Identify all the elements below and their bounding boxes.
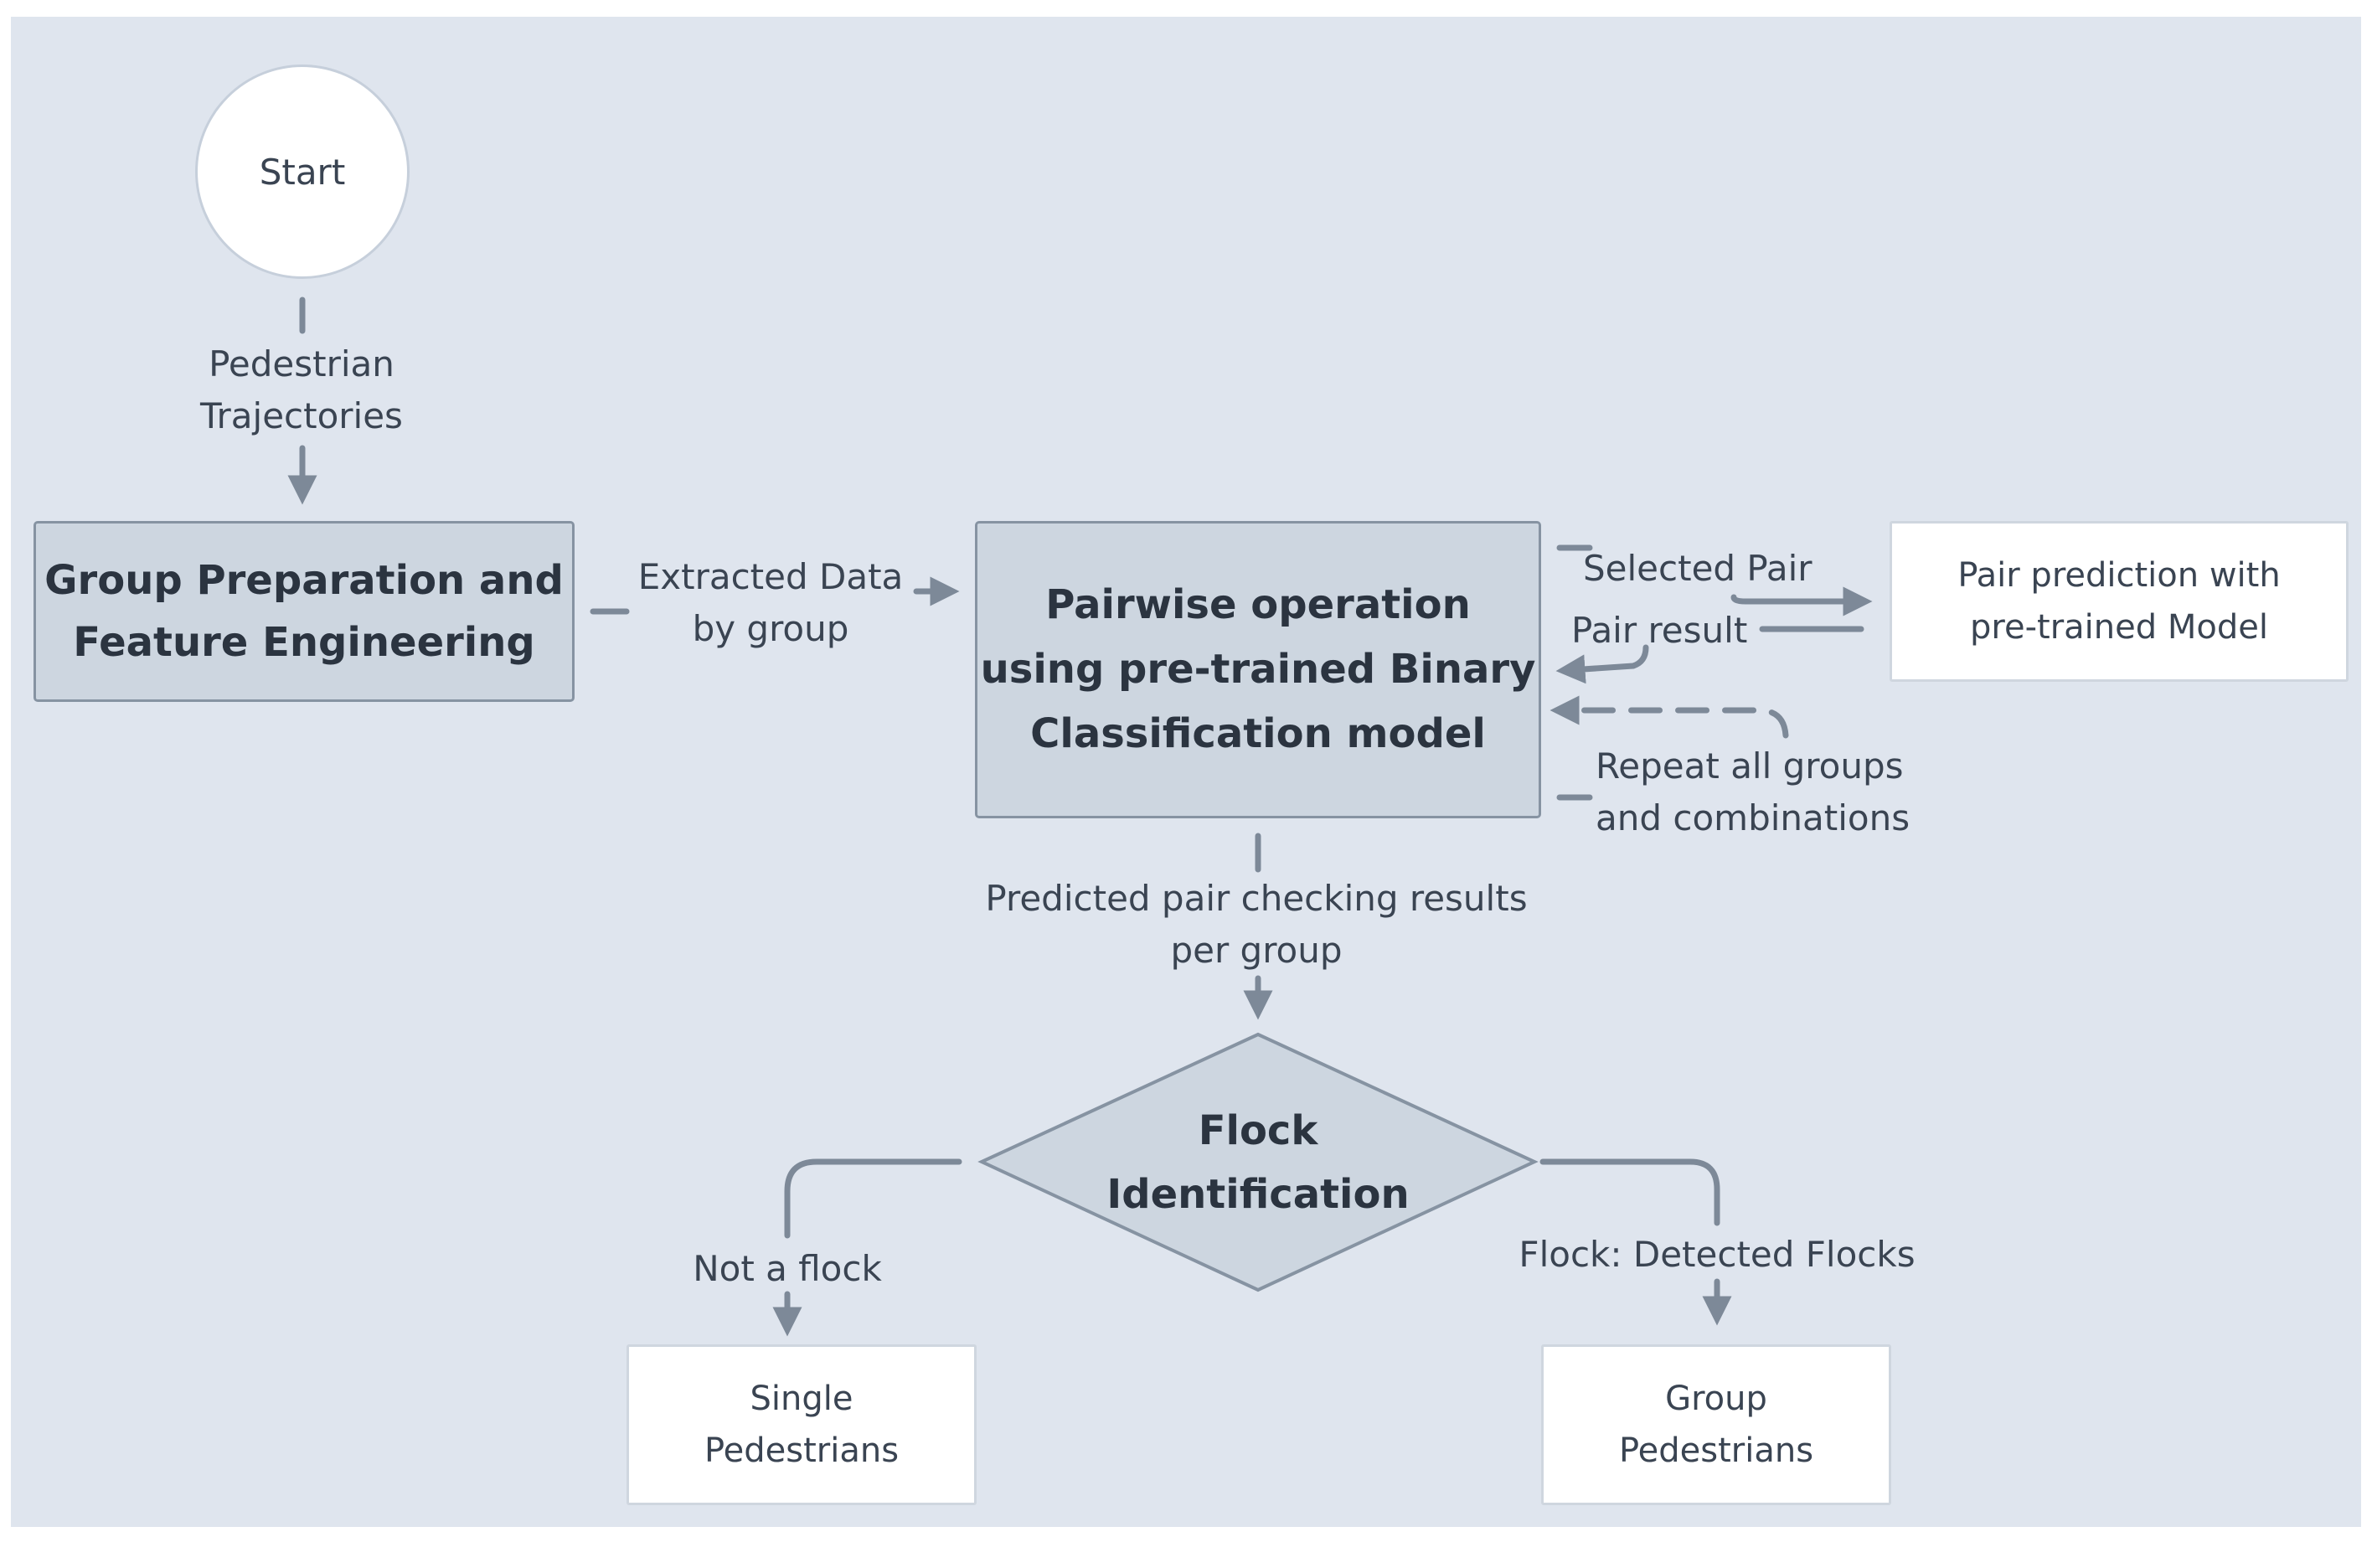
selected-pair-label: Selected Pair [1583,548,1813,589]
pair-result-label: Pair result [1571,610,1748,651]
connector-repeat-loop [1550,695,1789,739]
flock-detected-label: Flock: Detected Flocks [1519,1234,1916,1275]
connector-flock-detected [1539,1158,1720,1226]
flock-identification-diamond [977,1032,1539,1292]
predicted-results-label: Predicted pair checking results per grou… [985,878,1528,971]
pair-prediction-node: Pair prediction with pre-trained Model [1890,521,2349,682]
start-node: Start [195,64,410,279]
not-a-flock-label: Not a flock [693,1248,882,1289]
pairwise-operation-node: Pairwise operation using pre-trained Bin… [975,521,1541,818]
group-pedestrians-node: Group Pedestrians [1541,1344,1891,1505]
extracted-data-label: Extracted Data by group [637,556,904,649]
pedestrian-trajectories-label: Pedestrian Trajectories [200,343,403,436]
connector-pair-result-to-pairwise [1555,644,1649,684]
repeat-groups-label: Repeat all groups and combinations [1596,745,1910,838]
connector-not-flock [784,1158,962,1239]
group-preparation-node: Group Preparation and Feature Engineerin… [34,521,575,702]
connector-selected-pair [1730,586,1873,616]
single-pedestrians-node: Single Pedestrians [627,1344,977,1505]
flock-identification-label: Flock Identification [1106,1106,1410,1218]
